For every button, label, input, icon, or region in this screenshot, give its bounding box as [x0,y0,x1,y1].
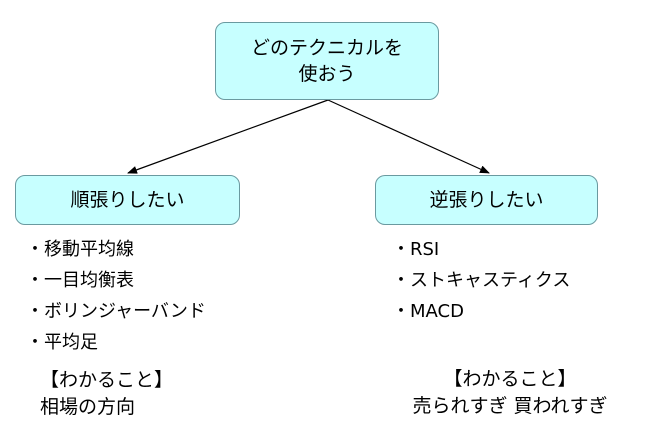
list-item: ・一目均衡表 [26,270,134,291]
trend-following-label: 順張りしたい [70,189,185,211]
trend-following-note: 【わかること】 相場の方向 [40,367,173,421]
connector-root-to-left [127,99,329,174]
note-body: 相場の方向 [40,396,136,418]
contrarian-indicator-list: ・RSI ・ストキャスティクス ・MACD [392,234,570,327]
root-node-line1: どのテクニカルを [250,37,403,59]
list-item: ・ボリンジャーバンド [26,301,206,322]
list-item: ・MACD [392,301,464,322]
trend-following-indicator-list: ・移動平均線 ・一目均衡表 ・ボリンジャーバンド ・平均足 [26,234,206,358]
root-node: どのテクニカルを 使おう [215,22,439,100]
contrarian-label: 逆張りしたい [429,189,544,211]
trend-following-node: 順張りしたい [15,175,240,225]
note-title: 【わかること】 [40,369,174,391]
root-node-line2: 使おう [298,63,356,85]
contrarian-note: 【わかること】 売られすぎ 買われすぎ [385,366,635,420]
contrarian-node: 逆張りしたい [375,175,598,225]
list-item: ・平均足 [26,332,98,353]
list-item: ・移動平均線 [26,239,134,260]
list-item: ・RSI [392,239,440,260]
list-item: ・ストキャスティクス [392,270,571,291]
note-body: 売られすぎ 買われすぎ [412,395,608,417]
connector-root-to-right [327,99,490,174]
note-title: 【わかること】 [443,368,577,390]
